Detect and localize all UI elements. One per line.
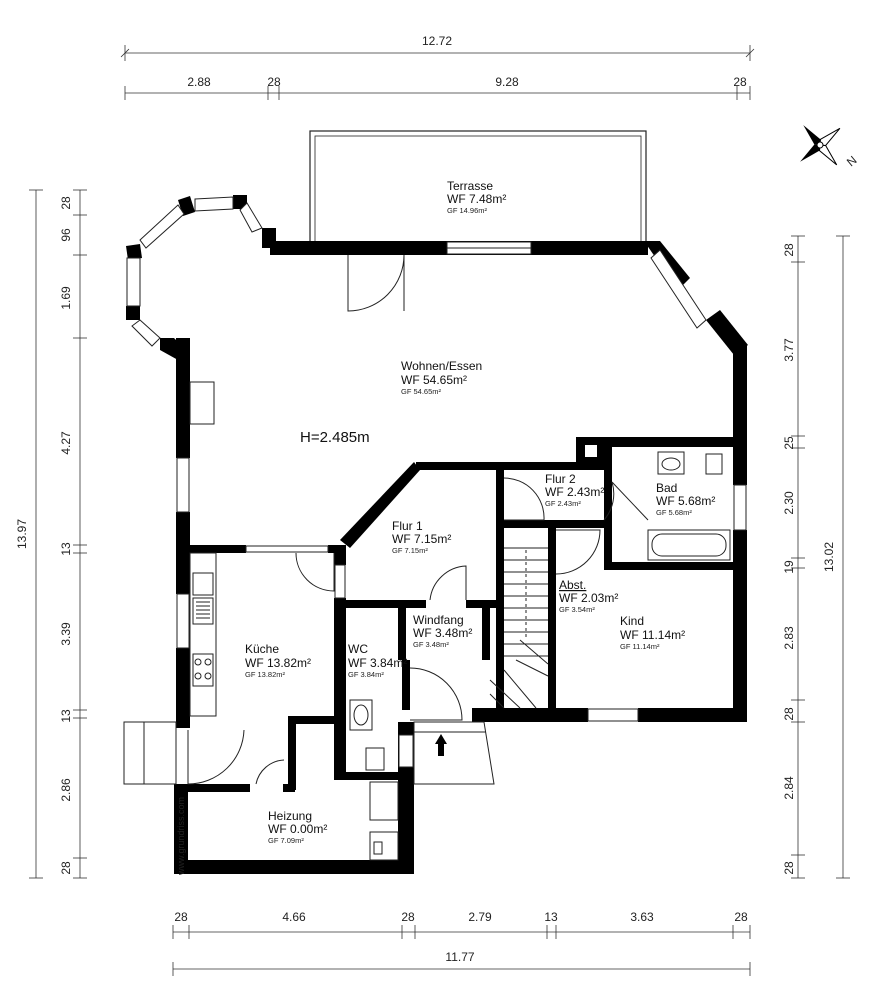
svg-text:GF 2.43m²: GF 2.43m² xyxy=(545,499,581,508)
dim-bottom-seg-6: 3.63 xyxy=(630,910,654,924)
svg-text:WC: WC xyxy=(348,642,368,656)
stairs xyxy=(489,547,549,709)
dim-left-seg-5: 13 xyxy=(59,542,73,556)
svg-text:GF 7.09m²: GF 7.09m² xyxy=(268,836,304,845)
svg-text:GF 7.15m²: GF 7.15m² xyxy=(392,546,428,555)
svg-text:Flur 1: Flur 1 xyxy=(392,519,423,533)
dim-right-seg-1: 28 xyxy=(782,243,796,257)
watermark-text: www.grundriss.com xyxy=(176,797,186,876)
exterior-steps-left xyxy=(123,721,177,785)
room-label-flur2: Flur 2 WF 2.43m² GF 2.43m² xyxy=(545,472,604,508)
room-label-wohnen: Wohnen/Essen WF 54.65m² GF 54.65m² xyxy=(401,359,482,396)
room-label-kind: Kind WF 11.14m² GF 11.14m² xyxy=(620,614,685,651)
dim-left-seg-7: 13 xyxy=(59,709,73,723)
dim-top-seg-3: 9.28 xyxy=(495,75,519,89)
living-cabinet xyxy=(189,381,215,425)
svg-text:GF 11.14m²: GF 11.14m² xyxy=(620,642,660,651)
doors xyxy=(187,254,649,785)
svg-text:WF 11.14m²: WF 11.14m² xyxy=(620,628,685,642)
dim-left-seg-8: 2.86 xyxy=(59,778,73,802)
svg-text:GF 14.96m²: GF 14.96m² xyxy=(447,206,488,215)
dim-left-seg-1: 28 xyxy=(59,196,73,210)
svg-text:GF 3.54m²: GF 3.54m² xyxy=(559,605,595,614)
heating-fixtures xyxy=(369,781,399,861)
compass-letter: N xyxy=(844,153,860,169)
dim-bottom-seg-4: 2.79 xyxy=(468,910,492,924)
dim-bottom-seg-2: 4.66 xyxy=(282,910,306,924)
windows xyxy=(126,196,747,768)
room-label-flur1: Flur 1 WF 7.15m² GF 7.15m² xyxy=(392,519,451,555)
dim-bottom-total: 11.77 xyxy=(445,950,474,964)
dimension-left: 13.97 28 96 1.69 4.27 13 3.39 13 2.86 28 xyxy=(15,189,87,879)
svg-text:Flur 2: Flur 2 xyxy=(545,472,576,486)
svg-text:WF 0.00m²: WF 0.00m² xyxy=(268,822,327,836)
dim-top-seg-1: 2.88 xyxy=(187,75,211,89)
dim-right-seg-6: 2.83 xyxy=(782,626,796,650)
svg-text:WF 54.65m²: WF 54.65m² xyxy=(401,373,467,387)
room-label-terrasse: Terrasse WF 7.48m² GF 14.96m² xyxy=(447,179,506,215)
dim-left-seg-9: 28 xyxy=(59,861,73,875)
dim-top-seg-2: 28 xyxy=(267,75,281,89)
dim-right-seg-8: 2.84 xyxy=(782,776,796,800)
wc-fixtures xyxy=(349,699,385,771)
entrance-arrow-icon xyxy=(435,734,447,756)
room-label-kueche: Küche WF 13.82m² GF 13.82m² xyxy=(245,642,311,679)
svg-text:WF 2.03m²: WF 2.03m² xyxy=(559,591,618,605)
svg-text:GF 3.48m²: GF 3.48m² xyxy=(413,640,449,649)
dimension-right: 28 3.77 25 2.30 19 2.83 28 2.84 28 13.02 xyxy=(782,235,850,879)
dim-bottom-seg-3: 28 xyxy=(401,910,415,924)
kitchen-counter xyxy=(189,552,217,717)
svg-text:WF 3.84m²: WF 3.84m² xyxy=(348,656,407,670)
svg-text:Kind: Kind xyxy=(620,614,644,628)
svg-text:WF 2.43m²: WF 2.43m² xyxy=(545,485,604,499)
dim-left-total: 13.97 xyxy=(15,519,29,549)
dim-bottom-seg-7: 28 xyxy=(734,910,748,924)
svg-text:Wohnen/Essen: Wohnen/Essen xyxy=(401,359,482,373)
ceiling-height-label: H=2.485m xyxy=(300,429,370,446)
bathroom-fixtures xyxy=(647,451,731,561)
room-label-windfang: Windfang WF 3.48m² GF 3.48m² xyxy=(413,613,472,649)
dim-bottom-seg-1: 28 xyxy=(174,910,188,924)
svg-text:WF 13.82m²: WF 13.82m² xyxy=(245,656,311,670)
dim-right-seg-5: 19 xyxy=(782,560,796,574)
room-label-bad: Bad WF 5.68m² GF 5.68m² xyxy=(656,481,715,517)
dim-right-seg-7: 28 xyxy=(782,707,796,721)
dimension-bottom: 28 4.66 28 2.79 13 3.63 28 11.77 xyxy=(172,910,751,976)
svg-text:WF 3.48m²: WF 3.48m² xyxy=(413,626,472,640)
svg-text:GF 13.82m²: GF 13.82m² xyxy=(245,670,286,679)
dim-top-total: 12.72 xyxy=(422,34,452,48)
room-label-heizung: Heizung WF 0.00m² GF 7.09m² xyxy=(268,809,327,845)
dim-right-seg-2: 3.77 xyxy=(782,338,796,362)
svg-text:Küche: Küche xyxy=(245,642,279,656)
dimension-top: 12.72 2.88 28 9.28 28 xyxy=(120,34,755,100)
room-label-wc: WC WF 3.84m² GF 3.84m² xyxy=(348,642,407,679)
compass-rose-icon xyxy=(800,125,841,166)
dim-right-seg-9: 28 xyxy=(782,861,796,875)
svg-text:GF 3.84m²: GF 3.84m² xyxy=(348,670,384,679)
svg-text:WF 7.48m²: WF 7.48m² xyxy=(447,192,506,206)
dim-left-seg-3: 1.69 xyxy=(59,286,73,310)
svg-text:GF 54.65m²: GF 54.65m² xyxy=(401,387,442,396)
svg-text:Bad: Bad xyxy=(656,481,677,495)
interior-walls xyxy=(186,437,747,792)
entrance-steps xyxy=(413,721,495,785)
exterior-walls xyxy=(126,195,748,874)
svg-text:Terrasse: Terrasse xyxy=(447,179,493,193)
svg-text:WF 7.15m²: WF 7.15m² xyxy=(392,532,451,546)
dim-right-seg-3: 25 xyxy=(782,436,796,450)
svg-text:GF 5.68m²: GF 5.68m² xyxy=(656,508,692,517)
dim-left-seg-6: 3.39 xyxy=(59,622,73,646)
dim-bottom-seg-5: 13 xyxy=(544,910,558,924)
dim-top-seg-4: 28 xyxy=(733,75,747,89)
svg-text:Windfang: Windfang xyxy=(413,613,464,627)
svg-text:Abst.: Abst. xyxy=(559,578,586,592)
dim-left-seg-4: 4.27 xyxy=(59,431,73,455)
dim-left-seg-2: 96 xyxy=(59,228,73,242)
room-label-abst: Abst. WF 2.03m² GF 3.54m² xyxy=(559,578,618,614)
svg-text:Heizung: Heizung xyxy=(268,809,312,823)
dim-right-total: 13.02 xyxy=(822,542,836,572)
dim-right-seg-4: 2.30 xyxy=(782,491,796,515)
svg-text:WF 5.68m²: WF 5.68m² xyxy=(656,494,715,508)
